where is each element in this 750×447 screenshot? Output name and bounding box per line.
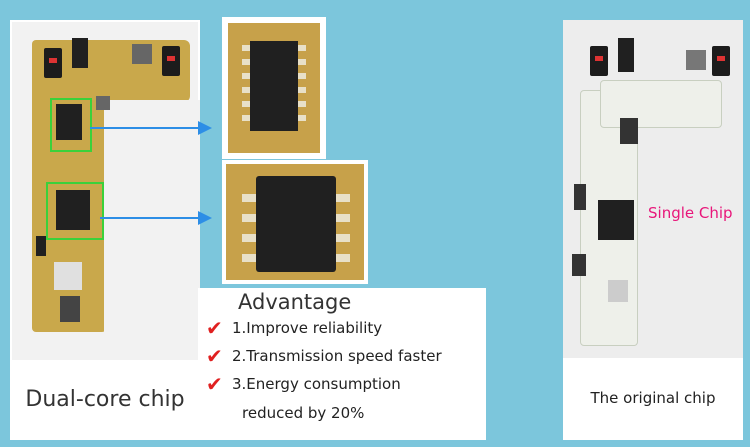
left-caption: Dual-core chip [12, 360, 198, 438]
capacitor [620, 118, 638, 144]
button [686, 50, 706, 70]
optical-sensor [54, 262, 82, 290]
capacitor [574, 184, 586, 210]
advantage-title: Advantage [238, 290, 352, 314]
button [96, 96, 110, 110]
micro-switch [162, 46, 180, 76]
capacitor [60, 296, 80, 322]
single-chip [598, 200, 634, 240]
optical-sensor [608, 280, 628, 302]
advantage-item: ✔ 1.Improve reliability [206, 316, 382, 340]
advantage-item-continuation: reduced by 20% [242, 404, 365, 422]
scroll-encoder [72, 38, 88, 68]
pcb-cutout [104, 100, 200, 332]
capacitor [572, 254, 586, 276]
capacitor [36, 236, 46, 256]
right-caption: The original chip [563, 358, 743, 438]
micro-switch [712, 46, 730, 76]
advantage-item-text: 3.Energy consumption [232, 375, 401, 393]
arrow-icon [198, 121, 212, 135]
arrow-icon [198, 211, 212, 225]
check-icon: ✔ [206, 372, 223, 396]
check-icon: ✔ [206, 316, 223, 340]
chip-highlight-box [50, 98, 92, 152]
zoom-photo-chip-2 [222, 160, 368, 284]
button [132, 44, 152, 64]
advantage-item-text: 2.Transmission speed faster [232, 347, 442, 365]
chip-2 [56, 190, 90, 230]
chip-closeup [250, 41, 298, 131]
chip-1 [56, 104, 82, 140]
single-chip-label: Single Chip [648, 204, 733, 222]
advantage-item-text: 1.Improve reliability [232, 319, 383, 337]
zoom-photo-chip-1 [222, 17, 326, 159]
arrow-icon [90, 127, 200, 129]
micro-switch [590, 46, 608, 76]
check-icon: ✔ [206, 344, 223, 368]
scroll-encoder [618, 38, 634, 72]
pcb-board-right-top [600, 80, 722, 128]
advantage-box: Advantage ✔ 1.Improve reliability ✔ 2.Tr… [198, 288, 486, 440]
chip-closeup [256, 176, 336, 272]
arrow-icon [100, 217, 200, 219]
micro-switch [44, 48, 62, 78]
advantage-item: ✔ 3.Energy consumption [206, 372, 401, 396]
chip-highlight-box [46, 182, 104, 240]
advantage-item: ✔ 2.Transmission speed faster [206, 344, 442, 368]
